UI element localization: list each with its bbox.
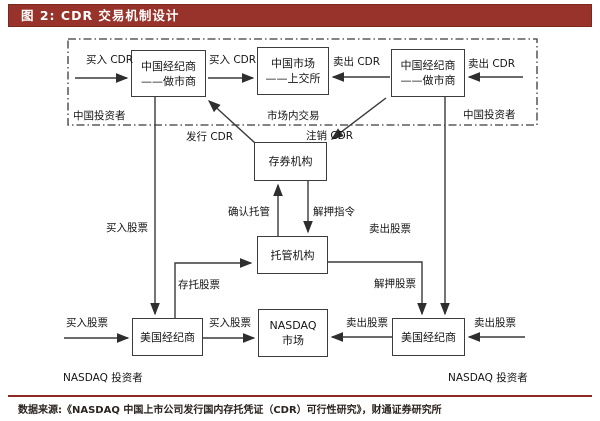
data-source-note: 数据来源:《NASDAQ 中国上市公司发行国内存托凭证（CDR）可行性研究》，财… (18, 405, 442, 416)
label-release-stock: 解押股票 (374, 278, 416, 290)
box-china-market-sse: 中国市场 ——上交所 (257, 47, 329, 95)
label-buy-stock-mid: 买入股票 (106, 222, 148, 234)
label-buy-stock-outer: 买入股票 (66, 317, 108, 329)
box-custodian-institution: 托管机构 (257, 236, 328, 274)
box-text: 中国经纪商 (141, 59, 196, 73)
label-nasdaq-investor-right: NASDAQ 投资者 (448, 372, 528, 384)
label-sell-stock-outer: 卖出股票 (474, 317, 516, 329)
bottom-rule (8, 395, 592, 397)
box-text: ——做市商 (400, 74, 456, 87)
label-china-investor-right: 中国投资者 (463, 109, 516, 121)
label-sell-cdr-outer: 卖出 CDR (468, 58, 516, 70)
label-confirm-custody: 确认托管 (228, 206, 270, 218)
arrow-release-stock (328, 261, 427, 316)
arrow-issue-cdr (207, 100, 256, 144)
china-investor-dashed-region (67, 38, 538, 126)
label-buy-cdr-inner: 买入 CDR (209, 54, 257, 66)
box-text: 市场 (282, 334, 304, 347)
label-issue-cdr: 发行 CDR (186, 131, 234, 143)
box-text: 存券机构 (268, 155, 313, 168)
box-text: 中国经纪商 (400, 59, 456, 72)
label-market-internal-trading: 市场内交易 (267, 110, 320, 122)
label-sell-cdr-inner: 卖出 CDR (333, 56, 381, 68)
box-depository-institution: 存券机构 (254, 142, 327, 181)
box-us-broker-left: 美国经纪商 (132, 318, 203, 356)
box-text: 美国经纪商 (140, 330, 195, 344)
label-sell-stock-inner: 卖出股票 (346, 317, 388, 329)
figure-title: 图 2: CDR 交易机制设计 (21, 8, 180, 23)
box-text: 美国经纪商 (401, 330, 456, 344)
arrow-deposit-stock (174, 258, 253, 318)
label-buy-cdr-outer: 买入 CDR (86, 54, 134, 66)
box-text: NASDAQ (269, 319, 317, 332)
label-sell-stock-mid: 卖出股票 (369, 223, 411, 235)
label-nasdaq-investor-left: NASDAQ 投资者 (63, 372, 143, 384)
label-buy-stock-inner: 买入股票 (209, 317, 251, 329)
label-deposit-stock: 存托股票 (178, 279, 220, 291)
arrow-cancel-cdr (330, 97, 387, 140)
box-text: ——做市商 (141, 74, 196, 88)
box-text: 中国市场 (271, 57, 315, 70)
box-china-broker-left: 中国经纪商 ——做市商 (131, 50, 206, 97)
label-cancel-cdr: 注销 CDR (306, 130, 354, 142)
box-nasdaq-market: NASDAQ 市场 (258, 309, 328, 357)
box-china-broker-right: 中国经纪商 ——做市商 (391, 49, 465, 97)
label-china-investor-left: 中国投资者 (73, 110, 126, 122)
box-text: 托管机构 (270, 248, 315, 262)
label-release-instruction: 解押指令 (313, 206, 355, 218)
box-us-broker-right: 美国经纪商 (392, 318, 465, 356)
box-text: ——上交所 (265, 72, 321, 85)
figure-title-bar: 图 2: CDR 交易机制设计 (8, 4, 592, 27)
